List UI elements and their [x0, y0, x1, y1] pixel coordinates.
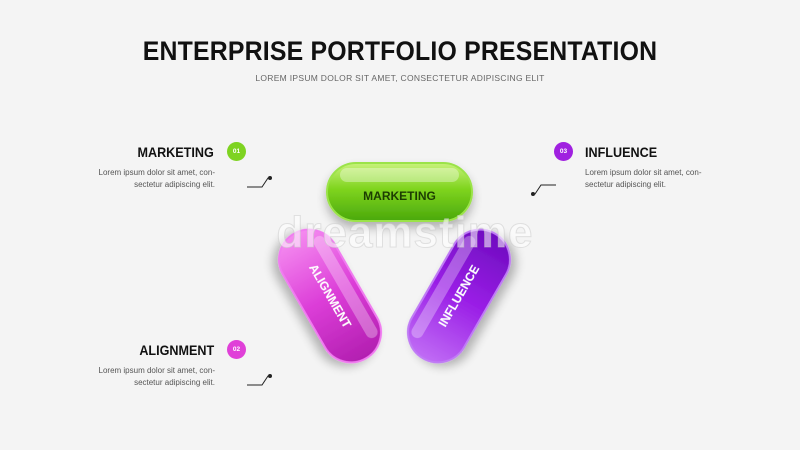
badge-02: 02 — [227, 340, 246, 359]
pill-label-marketing: MARKETING — [363, 189, 436, 203]
connector-influence — [531, 184, 556, 196]
item-text-line: sectetur adipiscing elit. — [134, 179, 215, 189]
pill-influence: INFLUENCE — [407, 228, 511, 364]
connector-marketing — [247, 176, 272, 188]
badge-01: 01 — [227, 142, 246, 161]
item-text-line: Lorem ipsum dolor sit amet, con- — [98, 168, 216, 177]
pill-marketing: MARKETING — [326, 162, 473, 222]
pill-alignment: ALIGNMENT — [278, 228, 382, 364]
item-text-line: sectetur adipiscing elit. — [134, 377, 215, 387]
item-text-alignment: Lorem ipsum dolor sit amet, con- sectetu… — [75, 365, 216, 388]
page-subtitle: LOREM IPSUM DOLOR SIT AMET, CONSECTETUR … — [255, 73, 545, 83]
item-text-line: Lorem ipsum dolor sit amet, con- — [98, 366, 216, 375]
item-title-marketing: MARKETING — [137, 144, 214, 160]
connector-alignment — [247, 374, 272, 386]
item-title-influence: INFLUENCE — [585, 144, 658, 160]
item-text-marketing: Lorem ipsum dolor sit amet, con- sectetu… — [75, 167, 216, 190]
badge-03: 03 — [554, 142, 573, 161]
item-title-alignment: ALIGNMENT — [139, 342, 214, 358]
page-title: ENTERPRISE PORTFOLIO PRESENTATION — [142, 36, 658, 66]
item-text-line: Lorem ipsum dolor sit amet, con- — [585, 168, 702, 177]
item-text-line: sectetur adipiscing elit. — [585, 179, 666, 189]
item-text-influence: Lorem ipsum dolor sit amet, con- sectetu… — [585, 167, 725, 190]
